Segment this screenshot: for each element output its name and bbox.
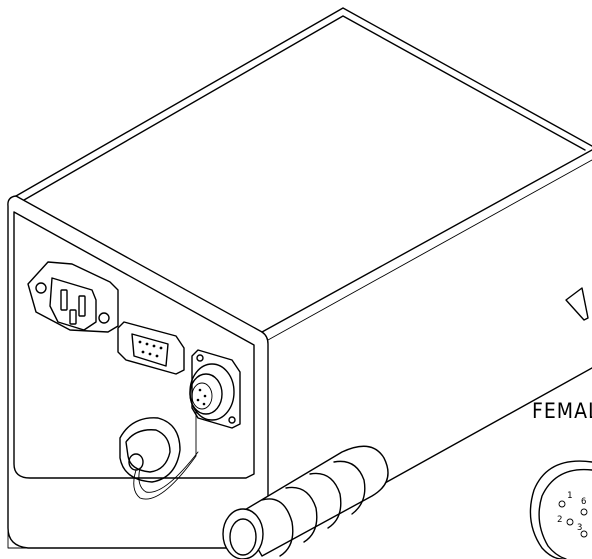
db9-serial-port bbox=[117, 321, 185, 375]
cable-plug bbox=[222, 445, 389, 559]
iec-power-inlet bbox=[27, 261, 119, 333]
dust-cap bbox=[119, 409, 199, 500]
enclosure-box bbox=[7, 7, 592, 549]
pin-label-6: 6 bbox=[581, 497, 586, 507]
pin-label-1: 1 bbox=[567, 491, 572, 501]
pin-label-3: 3 bbox=[577, 523, 582, 533]
pin-label-2: 2 bbox=[557, 515, 562, 525]
round-panel-connector bbox=[189, 349, 241, 429]
female-label: FEMALE bbox=[532, 399, 592, 423]
female-pinout-detail: FEMALE 1 2 3 6 bbox=[529, 399, 592, 559]
